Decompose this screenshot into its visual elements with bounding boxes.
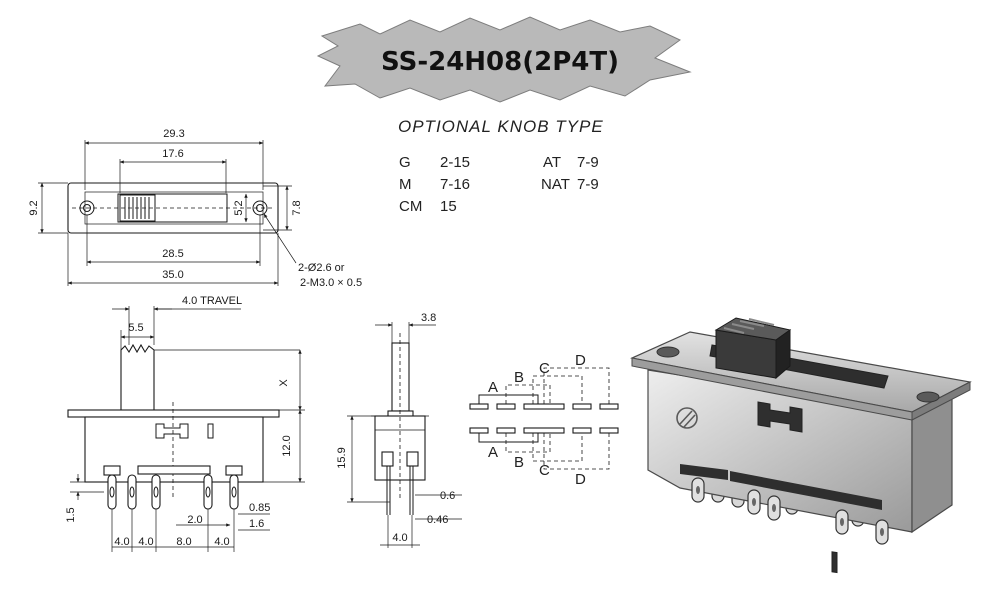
dim-0-46-label: 0.46	[427, 514, 448, 526]
dim-pitch-d-label: 4.0	[214, 536, 229, 548]
photo-hole-left	[656, 346, 680, 358]
knob-value-g: 2-15	[440, 154, 470, 171]
dim-0-85-label: 0.85	[249, 502, 270, 514]
side-terminal-right	[406, 451, 419, 515]
dim-0-6-label: 0.6	[440, 490, 455, 502]
schematic-bottom-label-c: C	[539, 462, 550, 479]
dim-29-3-label: 29.3	[163, 128, 184, 140]
photo-hole-right	[916, 391, 940, 403]
knob-code-at: AT	[543, 154, 561, 171]
contact-schematic: A B C D A B C D	[469, 352, 619, 488]
dim-28-5-label: 28.5	[162, 248, 183, 260]
dim-4-0-side-label: 4.0	[392, 532, 407, 544]
schematic-top-label-b: B	[514, 369, 524, 386]
photo-plate-edge-right	[911, 381, 971, 421]
schematic-bottom-links	[478, 433, 610, 470]
front-pin-2	[127, 474, 137, 510]
product-photo	[630, 317, 972, 574]
side-view: 3.8 15.9 0.6 0.46 4.0	[336, 312, 462, 548]
hole-note-leader	[263, 213, 297, 264]
dim-1-6-label: 1.6	[249, 518, 264, 530]
photo-knob-ribs	[723, 318, 775, 334]
title-text: SS-24H08(2P4T)	[381, 47, 619, 77]
schematic-top-label-d: D	[575, 352, 586, 369]
travel-label: 4.0 TRAVEL	[182, 295, 242, 307]
hole-note-line-1: 2-Ø2.6 or	[298, 262, 345, 274]
dim-5-5-label: 5.5	[128, 322, 143, 334]
dim-35-0-label: 35.0	[162, 269, 183, 281]
knob-type-table: OPTIONAL KNOB TYPE G 2-15 M 7-16 CM 15 A…	[398, 117, 604, 215]
knob-type-heading: OPTIONAL KNOB TYPE	[398, 117, 604, 136]
dim-7-8-label: 7.8	[291, 200, 303, 215]
photo-pin-holes	[696, 486, 884, 536]
photo-logo-icon	[676, 407, 698, 429]
dim-12-0-label: 12.0	[281, 435, 293, 456]
schematic-top-label-c: C	[539, 360, 550, 377]
front-plate	[67, 409, 280, 418]
schematic-bottom-label-d: D	[575, 471, 586, 488]
front-pin-5	[225, 465, 243, 510]
dim-pitch-a-label: 4.0	[114, 536, 129, 548]
schematic-bottom-contacts	[469, 427, 619, 434]
front-pin-4	[203, 474, 213, 510]
title-starburst-shape	[316, 16, 692, 103]
photo-bottom-rail-2	[730, 471, 882, 510]
knob-value-at: 7-9	[577, 154, 599, 171]
dim-pitch-c-label: 8.0	[176, 536, 191, 548]
hole-note-line-2: 2-M3.0 × 0.5	[300, 277, 362, 289]
photo-bottom-rail	[680, 464, 728, 480]
front-actuator-detail	[155, 423, 189, 439]
front-small-slot	[207, 423, 214, 439]
dim-9-2-label: 9.2	[28, 200, 40, 215]
knob-code-m: M	[399, 176, 412, 193]
front-pin-3	[151, 474, 161, 510]
dim-15-9-label: 15.9	[336, 447, 348, 468]
dim-pitch-b-label: 4.0	[138, 536, 153, 548]
dim-1-5-label: 1.5	[65, 507, 77, 522]
knob-code-cm: CM	[399, 198, 422, 215]
schematic-bottom-label-a: A	[488, 444, 498, 461]
schematic-top-label-a: A	[488, 379, 498, 396]
schematic-top-links	[478, 367, 610, 404]
knob-code-nat: NAT	[541, 176, 570, 193]
top-view: 29.3 17.6 9.2 5.2 7.8 28.5 35.0 2-Ø2.6 o…	[28, 128, 362, 289]
front-pin-1	[103, 465, 121, 510]
schematic-bottom-label-b: B	[514, 454, 524, 471]
dim-3-8-label: 3.8	[421, 312, 436, 324]
side-terminal-left	[381, 451, 394, 515]
schematic-top-contacts	[469, 403, 619, 410]
side-knob	[391, 342, 410, 412]
knob-value-m: 7-16	[440, 176, 470, 193]
photo-front-cutout	[757, 401, 803, 433]
photo-front-slit	[831, 551, 838, 574]
photo-knob-side	[775, 329, 791, 380]
dim-5-2-label: 5.2	[233, 200, 245, 215]
title-banner: SS-24H08(2P4T)	[316, 16, 692, 103]
front-terminal-base	[137, 465, 211, 475]
knob-code-g: G	[399, 154, 411, 171]
dim-17-6-label: 17.6	[162, 148, 183, 160]
dim-x-label: X	[278, 379, 290, 387]
front-knob	[120, 343, 155, 411]
knob-value-nat: 7-9	[577, 176, 599, 193]
knob-value-cm: 15	[440, 198, 457, 215]
dim-2-0-label: 2.0	[187, 514, 202, 526]
front-view: 4.0 TRAVEL 5.5 X 12.0 1.5 4.0 4.0 8.0 4.…	[65, 295, 305, 552]
